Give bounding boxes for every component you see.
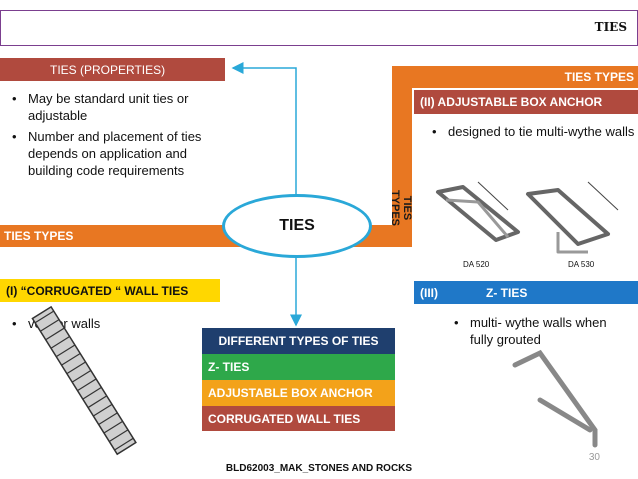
adjustable-bullets: designed to tie multi-wythe walls	[426, 123, 636, 144]
page-number: 30	[588, 452, 600, 463]
top-right-types-band	[392, 66, 638, 88]
types-list-item-box-anchor-text: ADJUSTABLE BOX ANCHOR	[208, 386, 373, 400]
ztie-title-bar: (III) Z- TIES	[414, 281, 638, 304]
types-list-item-box-anchor: ADJUSTABLE BOX ANCHOR	[202, 380, 395, 406]
types-list-heading-text: DIFFERENT TYPES OF TIES	[218, 334, 379, 348]
corrugated-title: (I) “CORRUGATED “ WALL TIES	[6, 284, 189, 298]
fig-label-da520: DA 520	[463, 260, 490, 269]
adjustable-bullet-1: designed to tie multi-wythe walls	[432, 123, 636, 140]
ztie-bullets: multi- wythe walls when fully grouted	[448, 314, 633, 352]
z-tie-illustration	[512, 349, 598, 448]
properties-title-bar: TIES (PROPERTIES)	[0, 58, 225, 81]
center-ties-node: TIES	[222, 194, 372, 258]
arrow-to-properties	[231, 62, 297, 195]
left-types-label: TIES TYPES	[4, 229, 74, 243]
types-list-heading: DIFFERENT TYPES OF TIES	[202, 328, 395, 354]
page-title: TIES	[594, 20, 627, 34]
corrugated-title-bar: (I) “CORRUGATED “ WALL TIES	[0, 279, 220, 302]
ztie-number: (III)	[420, 286, 438, 300]
fig-label-da530: DA 530	[568, 260, 595, 269]
center-ties-label: TIES	[279, 217, 315, 234]
box-anchor-da520-shape	[436, 185, 520, 242]
vertical-types-band	[392, 66, 412, 247]
types-list-item-corrugated-text: CORRUGATED WALL TIES	[208, 412, 361, 426]
adjustable-title: (II) ADJUSTABLE BOX ANCHOR	[420, 95, 603, 109]
top-right-types-label: TIES TYPES	[564, 70, 634, 84]
ztie-title: Z- TIES	[486, 286, 528, 300]
properties-bullet-1: May be standard unit ties or adjustable	[12, 90, 221, 124]
properties-title: TIES (PROPERTIES)	[50, 63, 166, 77]
types-list-item-ztie: Z- TIES	[202, 354, 395, 380]
corrugated-tie-illustration	[31, 305, 137, 456]
header-bar: TIES	[0, 10, 638, 46]
box-anchor-da530-shape	[526, 188, 610, 246]
properties-bullet-2: Number and placement of ties depends on …	[12, 128, 221, 179]
ztie-bullet-1: multi- wythe walls when fully grouted	[454, 314, 633, 348]
properties-bullets: May be standard unit ties or adjustable …	[6, 90, 221, 183]
box-anchor-illustration: DA 520 DA 530	[436, 181, 619, 269]
types-list-item-ztie-text: Z- TIES	[208, 360, 250, 374]
adjustable-title-bar: (II) ADJUSTABLE BOX ANCHOR	[414, 90, 638, 114]
footer-text: BLD62003_MAK_STONES AND ROCKS	[225, 463, 413, 474]
types-list-item-corrugated: CORRUGATED WALL TIES	[202, 406, 395, 431]
